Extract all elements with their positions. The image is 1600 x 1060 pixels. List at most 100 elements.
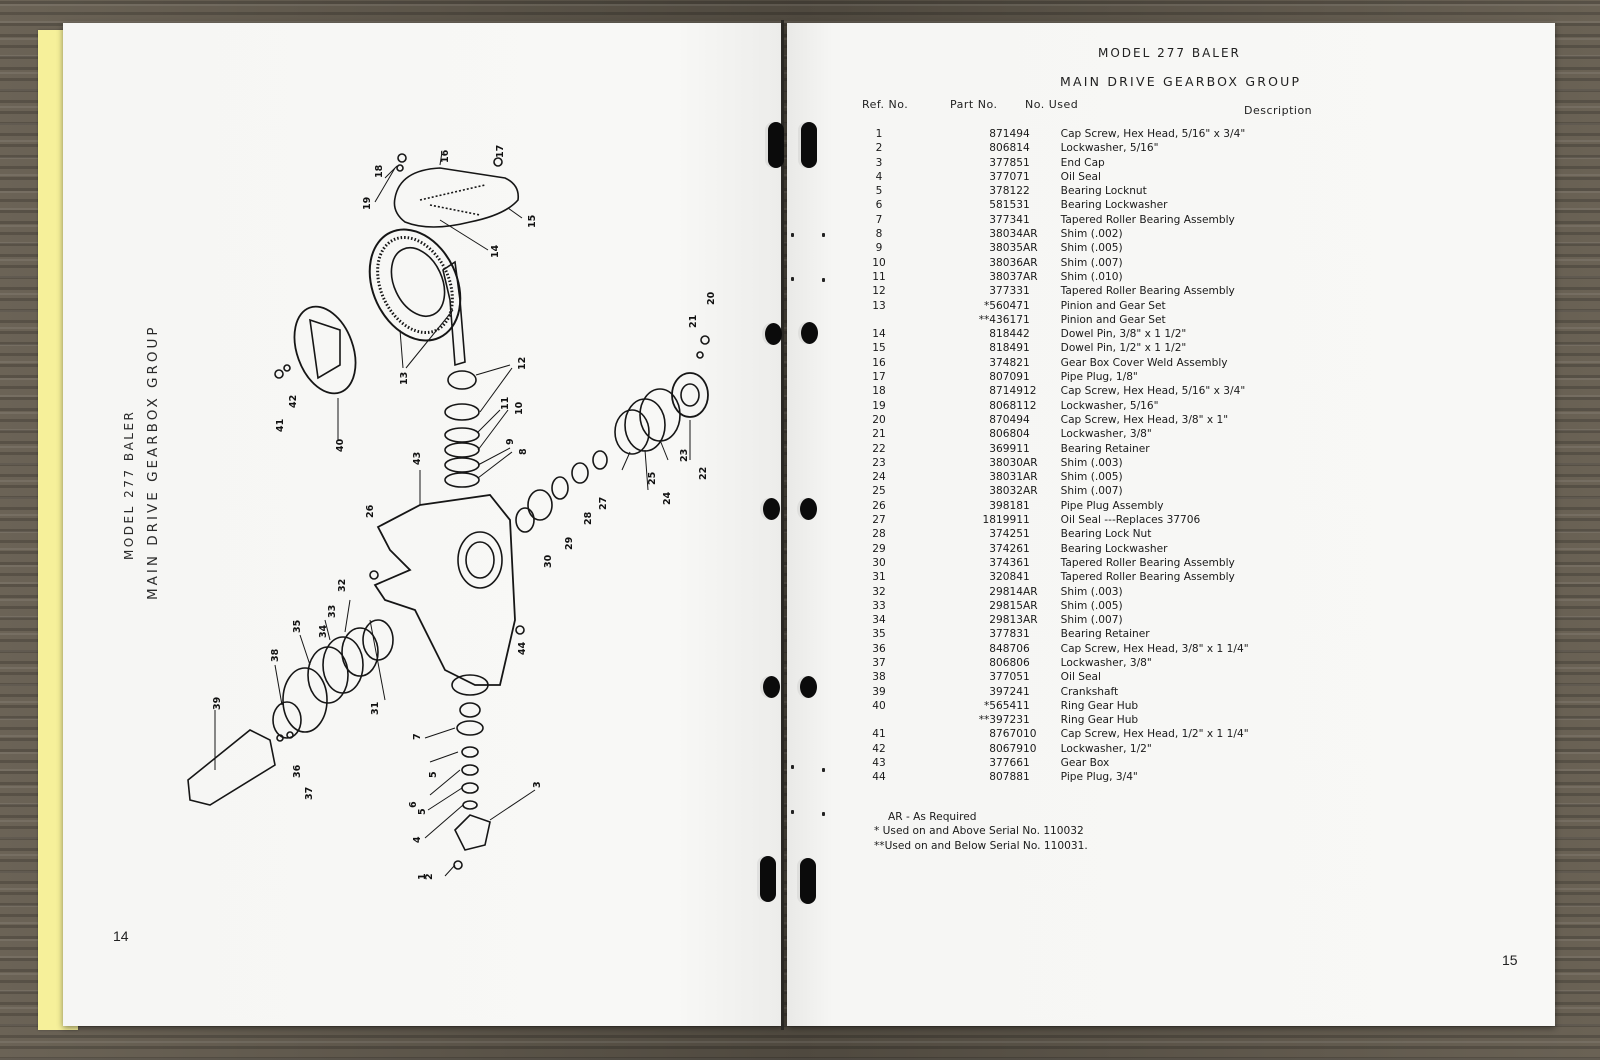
description-cell: Shim (.005) xyxy=(1060,471,1123,484)
ref-cell: 4 xyxy=(875,170,883,183)
ref-cell: 28 xyxy=(872,528,886,541)
callout-27: 27 xyxy=(598,497,609,510)
ref-cell: 40 xyxy=(872,699,886,712)
ref-cell: 3 xyxy=(875,156,883,169)
part-number-cell: 37707 xyxy=(989,170,1023,183)
description-cell: Lockwasher, 3/8" xyxy=(1060,656,1152,669)
quantity-cell: 1 xyxy=(1023,313,1030,326)
callout-15: 15 xyxy=(527,215,538,228)
callout-5b: 5 xyxy=(428,771,439,778)
callout-35: 35 xyxy=(292,620,303,633)
part-number-cell: 29813 xyxy=(989,614,1023,627)
quantity-cell: AR xyxy=(1023,256,1038,269)
column-header-part: Part No. xyxy=(950,98,998,111)
quantity-cell: 10 xyxy=(1023,742,1037,755)
callout-44: 44 xyxy=(517,641,528,655)
part-number-cell: 37426 xyxy=(989,542,1023,555)
part-number-cell: **39723 xyxy=(978,714,1023,727)
part-number-cell: 37734 xyxy=(989,213,1023,226)
description-cell: End Cap xyxy=(1060,156,1105,169)
description-cell: Oil Seal xyxy=(1060,170,1101,183)
description-cell: Shim (.010) xyxy=(1060,270,1123,283)
part-number-cell: 38031 xyxy=(989,471,1023,484)
description-cell: Pipe Plug Assembly xyxy=(1060,499,1164,512)
description-cell: Shim (.007) xyxy=(1060,256,1123,269)
part-number-cell: 37785 xyxy=(989,156,1023,169)
ref-cell: 9 xyxy=(875,242,883,255)
ref-cell: 25 xyxy=(872,485,886,498)
description-cell: Pinion and Gear Set xyxy=(1060,299,1166,312)
callout-3: 3 xyxy=(532,781,543,788)
part-number-cell: 37436 xyxy=(989,556,1023,569)
description-cell: Pinion and Gear Set xyxy=(1060,313,1166,326)
quantity-cell: 4 xyxy=(1023,428,1030,441)
column-header-description: Description xyxy=(1244,104,1313,117)
footnote-ar: AR - As Required xyxy=(888,811,977,823)
binding-hole xyxy=(763,498,780,520)
quantity-cell: 1 xyxy=(1023,771,1030,784)
binding-hole xyxy=(800,498,817,520)
quantity-cell: 1 xyxy=(1023,556,1030,569)
ref-cell: 10 xyxy=(872,256,886,269)
quantity-cell: AR xyxy=(1023,242,1038,255)
part-number-cell: 80679 xyxy=(989,742,1023,755)
quantity-cell: 4 xyxy=(1023,142,1030,155)
quantity-cell: 1 xyxy=(1023,528,1030,541)
part-number-cell: 37812 xyxy=(989,185,1023,198)
callout-26: 26 xyxy=(365,504,376,518)
description-cell: Bearing Retainer xyxy=(1060,628,1150,641)
callout-11: 11 xyxy=(500,397,511,410)
part-number-cell: 80681 xyxy=(989,399,1023,412)
part-number-cell: 38034 xyxy=(989,228,1023,241)
description-cell: Lockwasher, 5/16" xyxy=(1060,399,1159,412)
description-cell: Gear Box xyxy=(1060,757,1110,770)
footnotes: AR - As Required * Used on and Above Ser… xyxy=(874,810,1088,853)
quantity-cell: 1 xyxy=(1023,170,1030,183)
ref-cell: 22 xyxy=(872,442,886,455)
ref-cell: 14 xyxy=(872,328,886,341)
side-title-model: MODEL 277 BALER xyxy=(122,409,136,560)
ref-cell: 32 xyxy=(872,585,886,598)
description-cell: Dowel Pin, 1/2" x 1 1/2" xyxy=(1060,342,1187,355)
ref-cell: 20 xyxy=(872,413,886,426)
callout-1: 1 xyxy=(417,873,428,880)
ref-cell: 16 xyxy=(872,356,886,369)
description-cell: Gear Box Cover Weld Assembly xyxy=(1060,356,1228,369)
callout-10: 10 xyxy=(514,401,525,415)
quantity-cell: 4 xyxy=(1023,128,1030,140)
description-cell: Bearing Locknut xyxy=(1060,185,1147,198)
part-number-cell: 29814 xyxy=(989,585,1023,598)
description-cell: Oil Seal xyxy=(1060,671,1101,684)
quantity-cell: 1 xyxy=(1023,699,1030,712)
description-cell: Oil Seal ---Replaces 37706 xyxy=(1060,514,1201,527)
quantity-cell: 1 xyxy=(1023,371,1030,384)
callout-17: 17 xyxy=(495,145,506,158)
callout-40: 40 xyxy=(335,438,346,452)
ref-cell: 15 xyxy=(872,342,886,355)
ref-cell xyxy=(850,713,908,727)
quantity-cell: AR xyxy=(1023,471,1038,484)
page-header-group: MAIN DRIVE GEARBOX GROUP xyxy=(1060,74,1302,89)
binding-hole xyxy=(765,323,782,345)
